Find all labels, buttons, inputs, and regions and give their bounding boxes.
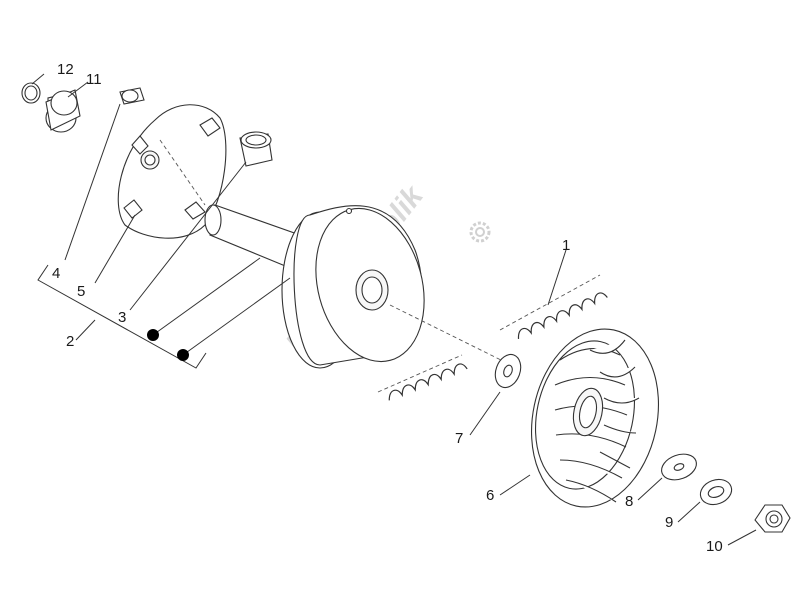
part-4-slider: [119, 87, 145, 105]
callout-6: 6: [486, 487, 494, 504]
callout-2: 2: [66, 333, 74, 350]
callout-9: 9: [665, 514, 673, 531]
callout-5: 5: [77, 283, 85, 300]
callout-3: 3: [118, 309, 126, 326]
part-1-spring-lower: [377, 354, 468, 401]
part-11-bushing: [45, 89, 81, 133]
assembly-axis: [389, 304, 506, 363]
part-9-washer: [699, 478, 733, 506]
part-8-washer: [661, 453, 697, 481]
part-12-circlip: [21, 82, 41, 104]
leader-lines: [31, 73, 757, 546]
part-6-fan-pulley: [530, 328, 660, 508]
bullet-marker: [147, 329, 159, 341]
callout-1: 1: [562, 237, 570, 254]
movable-pulley-half: [281, 205, 425, 369]
callout-10: 10: [706, 538, 723, 555]
callout-8: 8: [625, 493, 633, 510]
part-10-nut: [754, 504, 791, 533]
callout-11: 11: [86, 71, 102, 88]
bullet-marker: [177, 349, 189, 361]
callout-7: 7: [455, 430, 463, 447]
guide-bushing: [239, 131, 273, 167]
callout-12: 12: [57, 61, 74, 78]
group-2-bracket: [37, 264, 207, 369]
gear-icon: [469, 221, 491, 243]
callout-4: 4: [52, 265, 60, 282]
part-7-washer: [494, 353, 522, 389]
part-1-spring-upper: [499, 274, 608, 339]
